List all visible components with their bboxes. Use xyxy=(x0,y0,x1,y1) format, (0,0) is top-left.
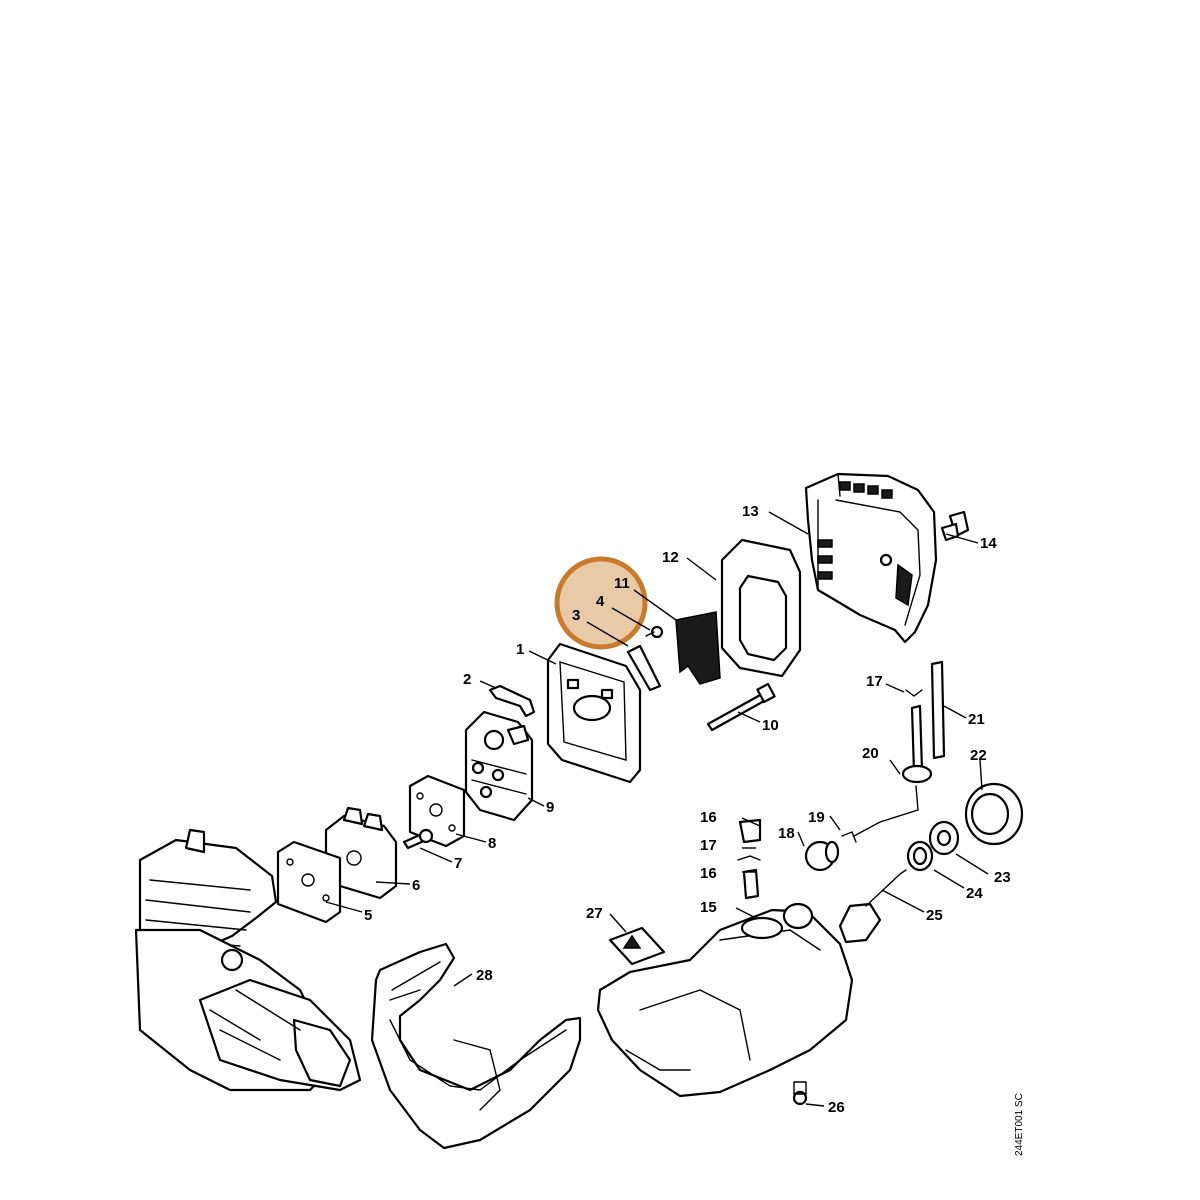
callout-16a[interactable]: 16 xyxy=(700,809,717,826)
callout-8[interactable]: 8 xyxy=(488,835,496,852)
part-14-knob xyxy=(940,510,970,542)
callout-2[interactable]: 2 xyxy=(463,671,471,688)
callout-12[interactable]: 12 xyxy=(662,549,679,566)
callout-1[interactable]: 1 xyxy=(516,641,524,658)
callout-14[interactable]: 14 xyxy=(980,535,997,552)
callout-28[interactable]: 28 xyxy=(476,967,493,984)
callout-23[interactable]: 23 xyxy=(994,869,1011,886)
callout-18[interactable]: 18 xyxy=(778,825,795,842)
callout-4[interactable]: 4 xyxy=(596,593,605,610)
part-1-base-plate xyxy=(546,642,642,784)
part-6-intake-manifold xyxy=(324,806,398,900)
part-20-fuel-line xyxy=(853,704,933,837)
callout-22[interactable]: 22 xyxy=(970,747,987,764)
part-11-filter-mesh xyxy=(675,611,721,685)
callout-15[interactable]: 15 xyxy=(700,899,717,916)
part-3-bracket xyxy=(626,644,662,692)
part-13-filter-cover xyxy=(804,472,938,644)
callout-10[interactable]: 10 xyxy=(762,717,779,734)
drawing-id: 244ET001 SC xyxy=(1014,1093,1025,1156)
callout-26[interactable]: 26 xyxy=(828,1099,845,1116)
part-21-tube xyxy=(930,660,946,760)
callout-20[interactable]: 20 xyxy=(862,745,879,762)
part-16-fuel-filter xyxy=(738,818,762,844)
part-10-bolt xyxy=(706,682,776,732)
part-18-primer xyxy=(804,840,840,872)
part-12-air-filter xyxy=(720,538,802,678)
leader-lines xyxy=(325,511,989,1107)
callout-5[interactable]: 5 xyxy=(364,907,372,924)
callout-24[interactable]: 24 xyxy=(966,885,983,902)
part-25-retainer xyxy=(838,869,907,944)
part-17-clip xyxy=(737,855,761,861)
callout-9[interactable]: 9 xyxy=(546,799,554,816)
callout-11[interactable]: 11 xyxy=(614,575,630,592)
part-7-screw xyxy=(402,828,434,850)
part-9-carburetor xyxy=(464,710,534,822)
callout-19[interactable]: 19 xyxy=(808,809,825,826)
part-26-screw xyxy=(792,1081,808,1106)
part-2-choke-lever xyxy=(488,684,536,718)
part-4-screw xyxy=(645,625,664,639)
part-28-frame xyxy=(370,942,582,1150)
part-27-label xyxy=(608,926,666,966)
callout-7[interactable]: 7 xyxy=(454,855,462,872)
callout-27[interactable]: 27 xyxy=(586,905,603,922)
highlight-marker xyxy=(554,556,648,650)
part-24-seal-ring xyxy=(906,840,934,872)
part-19-clip xyxy=(841,831,857,843)
callout-17b[interactable]: 17 xyxy=(866,673,883,690)
part-15-fuel-tank xyxy=(596,902,854,1098)
callout-17a[interactable]: 17 xyxy=(700,837,717,854)
callout-6[interactable]: 6 xyxy=(412,877,420,894)
part-23-cap-insert xyxy=(928,820,960,856)
part-16-fitting xyxy=(742,868,760,900)
callout-25[interactable]: 25 xyxy=(926,907,943,924)
callout-16b[interactable]: 16 xyxy=(700,865,717,882)
part-5-gasket xyxy=(276,840,342,924)
callout-21[interactable]: 21 xyxy=(968,711,985,728)
part-22-fuel-cap xyxy=(964,782,1024,846)
callout-3[interactable]: 3 xyxy=(572,607,580,624)
part-17-upper-clip xyxy=(905,689,923,697)
engine-block xyxy=(134,828,362,1092)
callout-13[interactable]: 13 xyxy=(742,503,759,520)
callout-labels: 1 2 3 4 5 6 7 8 9 10 11 12 13 14 15 16 1… xyxy=(364,503,1011,1116)
